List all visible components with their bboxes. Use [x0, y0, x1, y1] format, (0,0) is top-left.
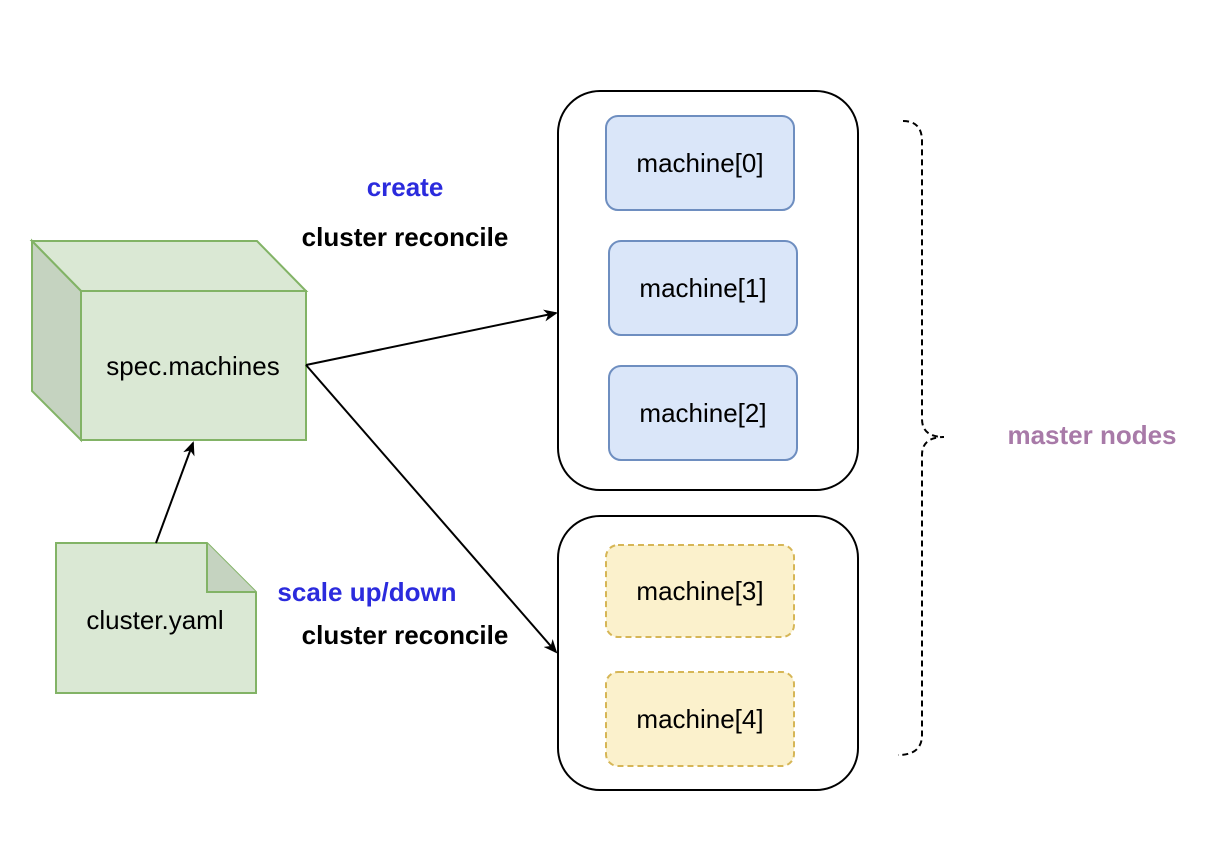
machine-node-label: machine[4]	[636, 704, 763, 734]
cluster-yaml-label: cluster.yaml	[86, 605, 223, 635]
scale-action-label: scale up/down	[277, 577, 456, 607]
scale-reconcile-label: cluster reconcile	[302, 620, 509, 650]
machine-node-label: machine[0]	[636, 148, 763, 178]
cube-front-face	[80, 290, 307, 441]
arrow-scale	[305, 364, 558, 654]
machine-node-dashed: machine[3]	[605, 544, 795, 638]
create-reconcile-label: cluster reconcile	[302, 222, 509, 252]
machine-node-box	[605, 544, 795, 638]
machine-node-label: machine[2]	[639, 398, 766, 428]
machine-node-box	[608, 365, 798, 461]
spec-machines-cube: spec.machines	[29, 238, 309, 443]
bottom-machine-group: machine[3] machine[4]	[557, 515, 859, 791]
machine-node: machine[1]	[608, 240, 798, 336]
spec-machines-label: spec.machines	[106, 351, 279, 381]
machine-node-label: machine[1]	[639, 273, 766, 303]
document-fold	[206, 543, 256, 593]
machine-node-box	[608, 240, 798, 336]
machine-node-dashed: machine[4]	[605, 671, 795, 767]
machine-node-label: machine[3]	[636, 576, 763, 606]
machine-node-box	[605, 115, 795, 211]
arrow-yaml-to-spec	[155, 441, 195, 544]
arrow-create	[305, 309, 558, 366]
cluster-yaml-document: cluster.yaml	[55, 542, 257, 694]
machine-node-box	[605, 671, 795, 767]
top-machine-group: machine[0] machine[1] machine[2]	[557, 90, 859, 491]
create-action-label: create	[367, 172, 444, 202]
machine-node: machine[2]	[608, 365, 798, 461]
master-nodes-brace	[897, 120, 945, 756]
master-nodes-label: master nodes	[1007, 420, 1176, 450]
machine-node: machine[0]	[605, 115, 795, 211]
